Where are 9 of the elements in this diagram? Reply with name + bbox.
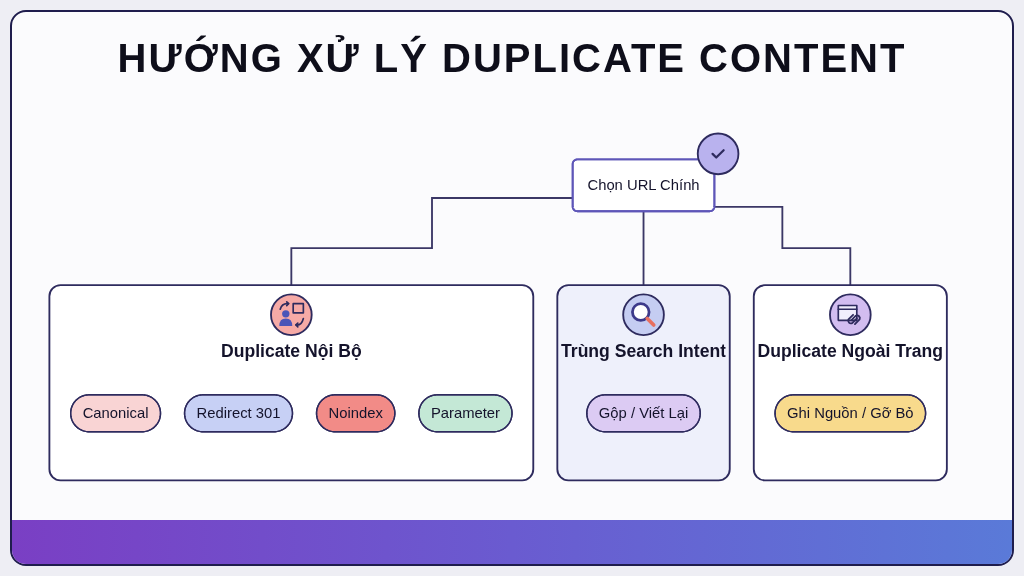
connector-line [642, 210, 645, 287]
tag-pill: Noindex [315, 394, 396, 433]
tag-pill: Canonical [69, 394, 162, 433]
tag-pill: Ghi Nguồn / Gỡ Bỏ [774, 394, 927, 433]
tag-pill: Redirect 301 [183, 394, 294, 433]
tag-pill: Gộp / Viết Lại [586, 394, 701, 433]
tag-pill: Parameter [418, 394, 513, 433]
diagram-title: HƯỚNG XỬ LÝ DUPLICATE CONTENT [117, 36, 907, 81]
url-window-box: Chọn URL Chính [571, 158, 716, 213]
